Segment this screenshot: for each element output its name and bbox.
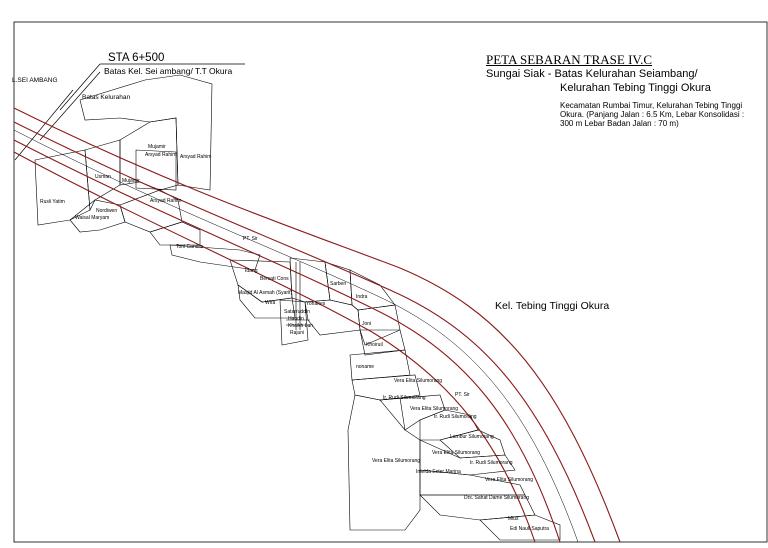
parcel-label: Idang: [245, 268, 258, 274]
parcel-label: Vera Elita Silumorang: [432, 450, 480, 456]
parcel-label: Masjid Al Asmah (Syarif): [238, 290, 293, 296]
parcel-label: Wira: [265, 300, 275, 306]
parcel-label: Mujamir: [122, 178, 140, 184]
parcel-label: noname: [356, 364, 374, 370]
map-border: [13, 21, 768, 543]
parcel-label: Arsyad Rahim: [180, 154, 211, 160]
map-subtitle-line2: Kelurahan Tebing Tinggi Okura: [560, 82, 711, 94]
parcel-label: Khoiruil: [366, 342, 383, 348]
map-description: Kecamatan Rumbai Timur, Kelurahan Tebing…: [560, 101, 745, 128]
parcel-label: Drs. Sahat Dame Silumorang: [464, 495, 529, 501]
parcel-label: Vera Elita Silumorang: [410, 406, 458, 412]
parcel-label: Bersati Cons: [260, 276, 289, 282]
parcel-label: Mujamir: [148, 144, 166, 150]
parcel-label-group: Mujamir Arsyad Rahim Arsyad Rahim Mujami…: [40, 144, 549, 532]
parcel-label: Usman: [95, 174, 111, 180]
batas-kelurahan-label: Batas Kelurahan: [82, 94, 131, 101]
parcel-label: Haudin: [288, 316, 304, 322]
parcel-label: Vera Elita Silumorang: [394, 378, 442, 384]
parcel-label: Waisal Maryam: [75, 215, 109, 221]
parcel-label: PT. Sir: [455, 392, 470, 398]
parcel-label: Nordiwen: [96, 208, 117, 214]
parcel-label: Vera Elita Silumorang: [485, 477, 533, 483]
route-corridor: [13, 107, 621, 543]
parcel-label: Yohanes: [306, 301, 326, 307]
parcel-label: Khaikh Lun: [288, 323, 313, 329]
region-label: Kel. Tebing Tinggi Okura: [495, 300, 610, 312]
parcel-label: Vera Elita Silumorang: [372, 458, 420, 464]
sta-leader-lines: [14, 63, 245, 161]
map-subtitle-line1: Sungai Siak - Batas Kelurahan Seiambang/: [486, 68, 698, 80]
parcel-label: Imelda Ester Marina: [416, 469, 461, 475]
parcel-boundaries: [34, 74, 561, 541]
parcel-label: PT. Sir: [243, 236, 258, 242]
parcel-label: Joni: [362, 321, 371, 327]
parcel-label: Rusli Yatim: [40, 199, 65, 205]
parcel-label: Edi Nauli Saputra: [510, 526, 549, 532]
parcel-label: Ir. Rudi Silumorang: [383, 395, 426, 401]
parcel-label: Rajuni: [290, 330, 304, 336]
parcel-label: Arsyad Rahim: [150, 198, 181, 204]
parcel-label: Mius: [508, 516, 519, 522]
parcel-label: Toni Candra: [176, 244, 203, 250]
parcel-label: Indra: [356, 294, 368, 300]
parcel-label: Ir. Rudi Silumorang: [470, 460, 513, 466]
parcel-label: Ir. Rudi Silumorang: [434, 414, 477, 420]
route-centerline: [13, 129, 579, 543]
parcel-label: Lambur Silumorang: [450, 434, 494, 440]
left-edge-label: L.SEI AMBANG: [12, 77, 58, 84]
parcel-label: Sarben: [330, 281, 346, 287]
parcel-label: Arsyad Rahim: [145, 152, 176, 158]
boundary-label: Batas Kel. Sei ambang/ T.T Okura: [104, 66, 233, 76]
station-label: STA 6+500: [108, 52, 165, 64]
map-title: PETA SEBARAN TRASE IV.C: [486, 52, 653, 67]
parcel-label: Satarruddin: [284, 309, 310, 315]
